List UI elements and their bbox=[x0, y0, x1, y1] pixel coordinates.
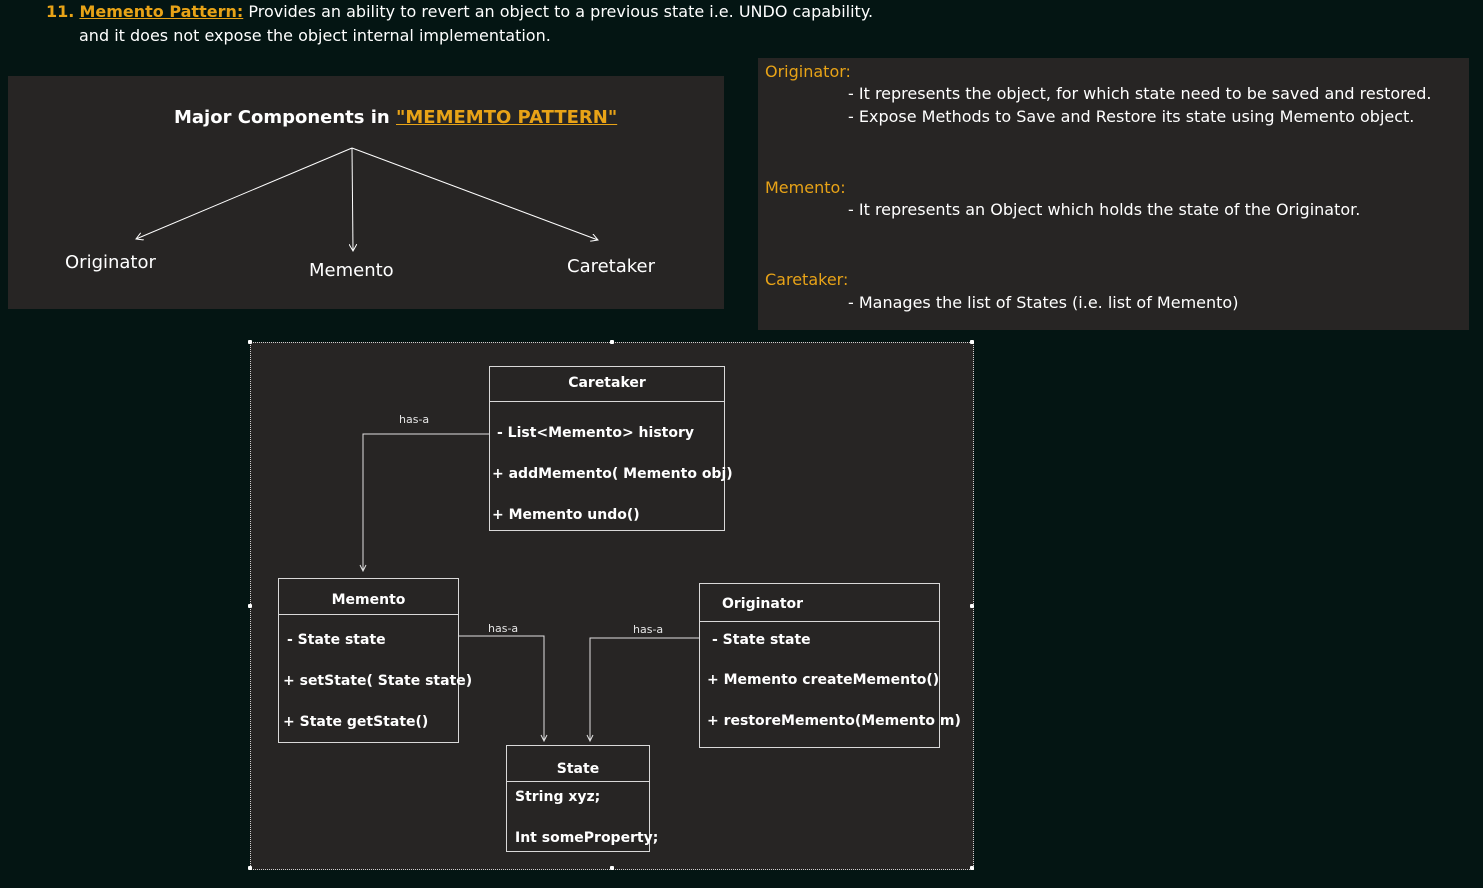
class-state-divider bbox=[507, 781, 649, 782]
class-state-name: State bbox=[556, 761, 600, 777]
class-caretaker-divider bbox=[490, 401, 724, 402]
class-state[interactable]: State String xyz; Int someProperty; bbox=[506, 745, 658, 852]
pattern-heading: 11. Memento Pattern: Provides an ability… bbox=[46, 0, 874, 45]
def-caretaker-title: Caretaker: bbox=[765, 270, 849, 289]
def-memento-title: Memento: bbox=[765, 178, 846, 197]
class-caretaker-member-1: - List<Memento> history bbox=[497, 425, 694, 441]
def-caretaker-item-1: - Manages the list of States (i.e. list … bbox=[848, 293, 1239, 312]
class-originator-member-3: + restoreMemento(Memento m) bbox=[707, 713, 961, 729]
class-originator-divider bbox=[700, 621, 939, 622]
def-originator-item-2: - Expose Methods to Save and Restore its… bbox=[848, 107, 1415, 126]
resize-handle-top-right[interactable] bbox=[970, 340, 974, 344]
components-title-highlight[interactable]: "MEMEMTO PATTERN" bbox=[396, 107, 618, 128]
connector-caretaker-memento bbox=[362, 433, 489, 571]
class-state-member-1: String xyz; bbox=[515, 789, 601, 805]
arrow-to-caretaker bbox=[351, 147, 598, 240]
components-title-prefix: Major Components in bbox=[174, 107, 396, 128]
connector-originator-state bbox=[589, 637, 704, 741]
def-originator-title: Originator: bbox=[765, 62, 851, 81]
arrow-to-memento bbox=[352, 147, 353, 251]
class-originator-name: Originator bbox=[722, 596, 804, 612]
resize-handle-top-center[interactable] bbox=[610, 340, 614, 344]
class-memento-divider bbox=[279, 614, 458, 615]
class-caretaker-member-2: + addMemento( Memento obj) bbox=[492, 466, 733, 482]
resize-handle-middle-left[interactable] bbox=[248, 604, 252, 608]
class-memento[interactable]: Memento - State state + setState( State … bbox=[278, 578, 472, 743]
class-memento-member-1: - State state bbox=[287, 632, 386, 648]
definitions-panel: Originator: - It represents the object, … bbox=[758, 58, 1469, 330]
component-caretaker: Caretaker bbox=[567, 256, 656, 277]
relation-label-originator-state: has-a bbox=[633, 623, 664, 636]
class-originator-member-1: - State state bbox=[712, 632, 811, 648]
class-caretaker-name: Caretaker bbox=[568, 375, 646, 391]
class-caretaker-member-3: + Memento undo() bbox=[492, 507, 640, 523]
class-memento-member-3: + State getState() bbox=[283, 714, 429, 730]
resize-handle-top-left[interactable] bbox=[248, 340, 252, 344]
class-memento-name: Memento bbox=[331, 592, 406, 608]
heading-line1: Provides an ability to revert an object … bbox=[243, 2, 874, 21]
def-originator-item-1: - It represents the object, for which st… bbox=[848, 84, 1432, 103]
resize-handle-bottom-right[interactable] bbox=[970, 866, 974, 870]
arrow-to-originator bbox=[136, 147, 353, 239]
major-components-panel: Major Components in "MEMEMTO PATTERN" Or… bbox=[8, 76, 724, 309]
component-memento: Memento bbox=[309, 260, 394, 281]
class-caretaker[interactable]: Caretaker - List<Memento> history + addM… bbox=[489, 366, 733, 531]
heading-line2: and it does not expose the object intern… bbox=[79, 26, 551, 45]
components-title: Major Components in "MEMEMTO PATTERN" bbox=[174, 107, 617, 128]
heading-link[interactable]: Memento Pattern: bbox=[79, 2, 244, 21]
class-state-member-2: Int someProperty; bbox=[515, 830, 659, 846]
relation-label-memento-state: has-a bbox=[488, 622, 519, 635]
heading-number: 11. bbox=[46, 2, 75, 21]
components-tree-arrows bbox=[8, 147, 724, 309]
class-originator-member-2: + Memento createMemento() bbox=[707, 672, 940, 688]
resize-handle-middle-right[interactable] bbox=[970, 604, 974, 608]
class-memento-member-2: + setState( State state) bbox=[283, 673, 473, 689]
component-originator: Originator bbox=[65, 252, 156, 273]
uml-diagram-panel[interactable]: has-a has-a has-a Caretaker - List<Memen… bbox=[248, 340, 974, 870]
resize-handle-bottom-left[interactable] bbox=[248, 866, 252, 870]
def-memento-item-1: - It represents an Object which holds th… bbox=[848, 200, 1361, 219]
resize-handle-bottom-center[interactable] bbox=[610, 866, 614, 870]
relation-label-caretaker-memento: has-a bbox=[399, 413, 430, 426]
class-originator[interactable]: Originator - State state + Memento creat… bbox=[699, 583, 961, 748]
